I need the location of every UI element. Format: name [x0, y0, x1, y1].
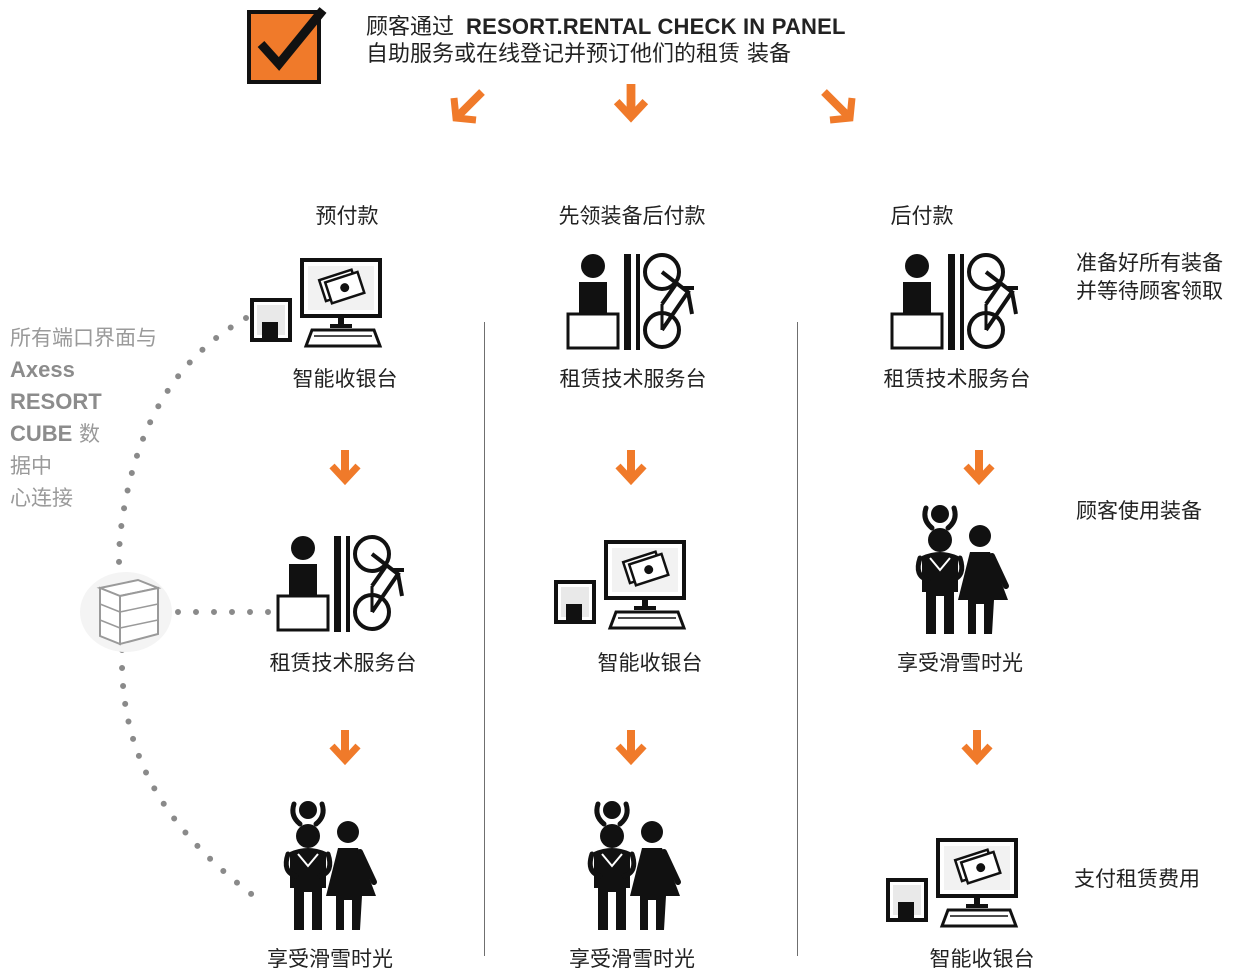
step-label: 租赁技术服务台 — [269, 651, 417, 675]
step-label: 智能收银台 — [929, 947, 1035, 971]
step-label: 享受滑雪时光 — [569, 947, 695, 971]
step-label: 智能收银台 — [292, 367, 398, 391]
step-label: 智能收银台 — [597, 651, 703, 675]
header-prefix: 顾客通过 — [366, 15, 455, 40]
header-brand: RESORT.RENTAL CHECK IN PANEL — [466, 14, 846, 39]
checkbox-check-icon — [247, 7, 327, 84]
column-title-pay-after-pickup: 先领装备后付款 — [558, 204, 706, 228]
side-note-cube: CUBE — [10, 421, 73, 446]
step-label: 租赁技术服务台 — [559, 367, 707, 391]
column-divider — [484, 322, 485, 956]
column-title-postpay: 后付款 — [890, 204, 954, 228]
column-divider — [797, 322, 798, 956]
column-title-prepay: 预付款 — [315, 204, 379, 228]
side-note-line: 所有端口界面与 — [10, 326, 157, 350]
note-prepare-equipment: 准备好所有装备 并等待顾客领取 — [1076, 250, 1223, 304]
server-cube-icon — [80, 572, 172, 652]
header-line2: 自助服务或在线登记并预订他们的租赁 装备 — [366, 42, 791, 67]
side-note-resort: RESORT — [10, 389, 102, 414]
step-label: 享受滑雪时光 — [267, 947, 393, 971]
step-label: 享受滑雪时光 — [897, 651, 1023, 675]
side-note-axess: Axess — [10, 357, 75, 382]
side-note-line: 数 — [79, 422, 101, 446]
side-note-line: 据中 — [10, 454, 52, 478]
step-label: 租赁技术服务台 — [883, 367, 1031, 391]
note-customer-uses-equipment: 顾客使用装备 — [1076, 499, 1202, 523]
header-line1: 顾客通过 RESORT.RENTAL CHECK IN PANEL — [366, 14, 846, 41]
note-line: 准备好所有装备 — [1076, 251, 1223, 275]
arrow-down-right-icon — [821, 89, 856, 124]
side-note: 所有端口界面与 Axess RESORT CUBE 数 据中 心连接 — [10, 322, 157, 514]
arrow-down-left-icon — [450, 89, 485, 124]
note-line: 并等待顾客领取 — [1076, 279, 1223, 303]
note-pay-rental-fee: 支付租赁费用 — [1074, 867, 1200, 891]
side-note-line: 心连接 — [10, 486, 73, 510]
